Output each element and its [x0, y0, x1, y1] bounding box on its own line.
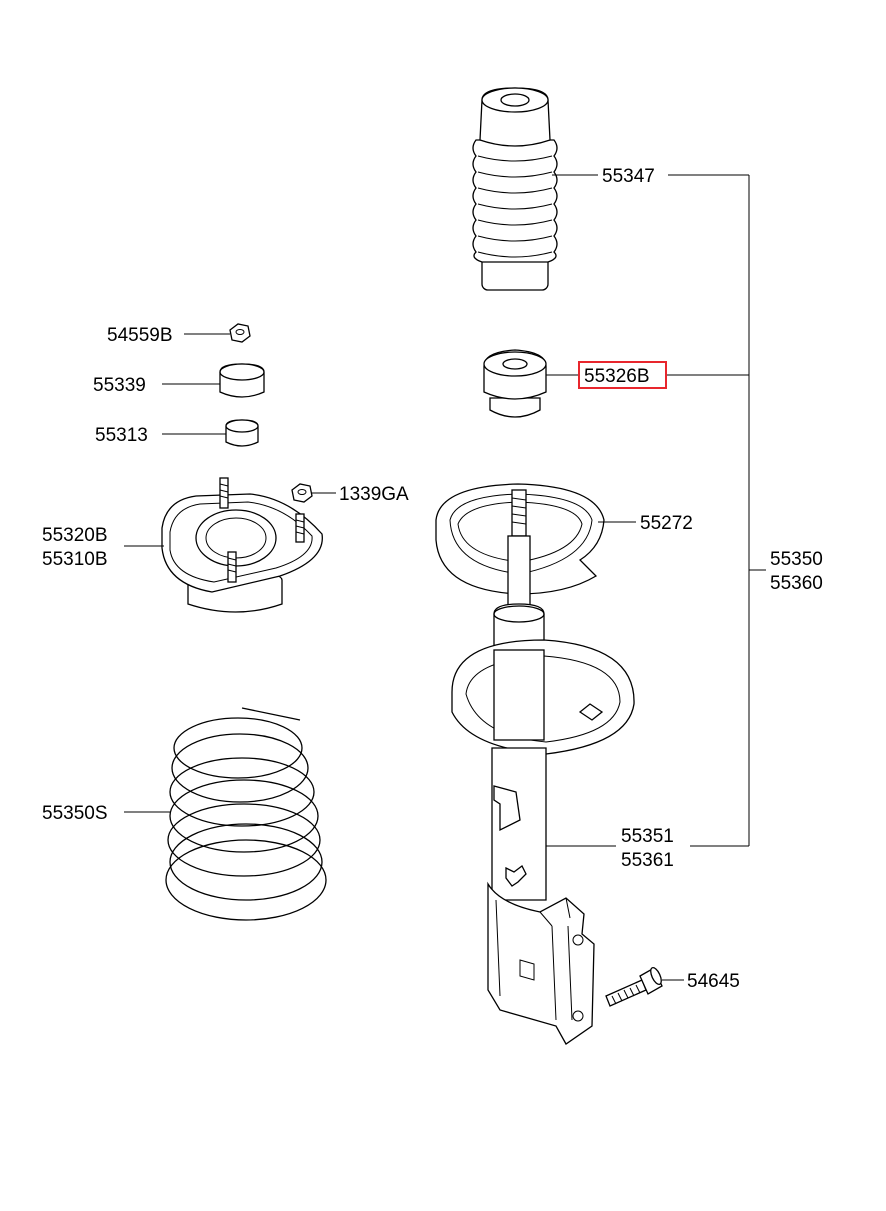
label-55350S[interactable]: 55350S — [42, 803, 108, 824]
self-locking-nut[interactable] — [229, 323, 251, 343]
dust-boot[interactable] — [472, 87, 558, 291]
label-55313[interactable]: 55313 — [95, 425, 148, 446]
coil-spring[interactable] — [165, 707, 327, 921]
bushing[interactable] — [225, 419, 259, 447]
label-55326B[interactable]: 55326B — [584, 366, 650, 387]
label-55272[interactable]: 55272 — [640, 513, 693, 534]
label-55360[interactable]: 55360 — [770, 573, 823, 594]
label-1339GA[interactable]: 1339GA — [339, 484, 409, 505]
label-55351[interactable]: 55351 — [621, 826, 674, 847]
strut-mounting[interactable] — [161, 477, 323, 613]
label-55310B[interactable]: 55310B — [42, 549, 108, 570]
hex-flange-nut[interactable] — [291, 483, 313, 503]
label-54645[interactable]: 54645 — [687, 971, 740, 992]
label-55320B[interactable]: 55320B — [42, 525, 108, 546]
bolt[interactable] — [605, 966, 663, 1007]
label-55361[interactable]: 55361 — [621, 850, 674, 871]
label-55350[interactable]: 55350 — [770, 549, 823, 570]
insulator[interactable] — [219, 363, 265, 398]
strut-assembly[interactable] — [451, 489, 635, 1045]
label-54559B[interactable]: 54559B — [107, 325, 173, 346]
leader-lines — [124, 174, 766, 981]
label-55347[interactable]: 55347 — [602, 166, 655, 187]
bump-stopper[interactable] — [483, 349, 547, 418]
label-55339[interactable]: 55339 — [93, 375, 146, 396]
highlight-box — [578, 361, 667, 389]
